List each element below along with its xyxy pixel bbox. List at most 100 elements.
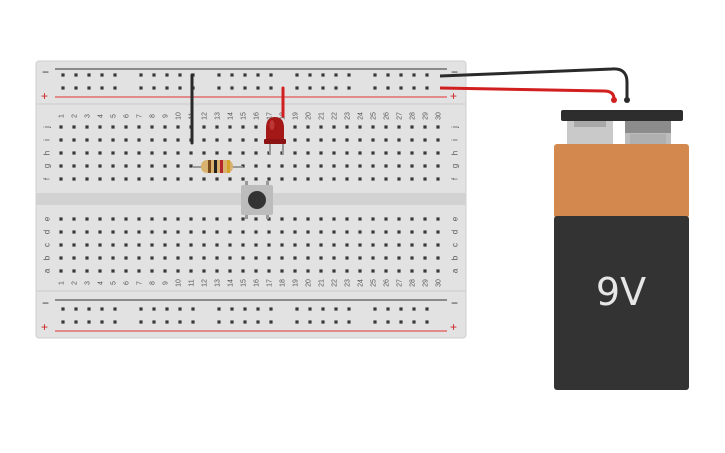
breadboard-hole[interactable] bbox=[111, 151, 115, 155]
breadboard-hole[interactable] bbox=[85, 256, 89, 260]
breadboard-hole[interactable] bbox=[59, 151, 63, 155]
breadboard-hole[interactable] bbox=[85, 125, 89, 129]
breadboard-hole[interactable] bbox=[321, 307, 325, 311]
breadboard-hole[interactable] bbox=[280, 230, 284, 234]
breadboard-hole[interactable] bbox=[98, 164, 102, 168]
breadboard-hole[interactable] bbox=[72, 177, 76, 181]
breadboard-hole[interactable] bbox=[163, 177, 167, 181]
breadboard-hole[interactable] bbox=[397, 125, 401, 129]
breadboard-hole[interactable] bbox=[111, 177, 115, 181]
breadboard-hole[interactable] bbox=[98, 230, 102, 234]
breadboard-hole[interactable] bbox=[215, 230, 219, 234]
breadboard-hole[interactable] bbox=[345, 217, 349, 221]
breadboard-hole[interactable] bbox=[139, 307, 143, 311]
breadboard-hole[interactable] bbox=[412, 86, 416, 90]
breadboard-hole[interactable] bbox=[423, 138, 427, 142]
breadboard-hole[interactable] bbox=[139, 86, 143, 90]
breadboard-hole[interactable] bbox=[280, 177, 284, 181]
breadboard-hole[interactable] bbox=[306, 256, 310, 260]
breadboard-hole[interactable] bbox=[85, 243, 89, 247]
breadboard-hole[interactable] bbox=[436, 164, 440, 168]
breadboard-hole[interactable] bbox=[423, 151, 427, 155]
breadboard-hole[interactable] bbox=[113, 86, 117, 90]
breadboard-hole[interactable] bbox=[191, 307, 195, 311]
breadboard-hole[interactable] bbox=[165, 320, 169, 324]
breadboard-hole[interactable] bbox=[254, 164, 258, 168]
breadboard-hole[interactable] bbox=[176, 125, 180, 129]
breadboard-hole[interactable] bbox=[386, 73, 390, 77]
breadboard-hole[interactable] bbox=[87, 320, 91, 324]
breadboard-hole[interactable] bbox=[410, 138, 414, 142]
breadboard-hole[interactable] bbox=[293, 177, 297, 181]
breadboard-hole[interactable] bbox=[347, 320, 351, 324]
breadboard-hole[interactable] bbox=[176, 256, 180, 260]
breadboard-hole[interactable] bbox=[176, 269, 180, 273]
breadboard-hole[interactable] bbox=[425, 307, 429, 311]
breadboard-hole[interactable] bbox=[347, 86, 351, 90]
breadboard-hole[interactable] bbox=[345, 177, 349, 181]
breadboard-hole[interactable] bbox=[150, 138, 154, 142]
breadboard-hole[interactable] bbox=[254, 256, 258, 260]
breadboard-hole[interactable] bbox=[111, 256, 115, 260]
breadboard-hole[interactable] bbox=[152, 307, 156, 311]
breadboard-hole[interactable] bbox=[280, 243, 284, 247]
breadboard-hole[interactable] bbox=[254, 269, 258, 273]
breadboard-hole[interactable] bbox=[228, 243, 232, 247]
breadboard-hole[interactable] bbox=[150, 151, 154, 155]
breadboard-hole[interactable] bbox=[124, 230, 128, 234]
breadboard-hole[interactable] bbox=[85, 230, 89, 234]
breadboard-hole[interactable] bbox=[332, 256, 336, 260]
breadboard-hole[interactable] bbox=[85, 138, 89, 142]
breadboard-hole[interactable] bbox=[397, 177, 401, 181]
breadboard-hole[interactable] bbox=[98, 151, 102, 155]
breadboard-hole[interactable] bbox=[306, 164, 310, 168]
breadboard-hole[interactable] bbox=[334, 307, 338, 311]
breadboard-hole[interactable] bbox=[241, 243, 245, 247]
breadboard-hole[interactable] bbox=[98, 217, 102, 221]
breadboard-hole[interactable] bbox=[384, 164, 388, 168]
breadboard-hole[interactable] bbox=[319, 138, 323, 142]
breadboard-hole[interactable] bbox=[74, 307, 78, 311]
breadboard-hole[interactable] bbox=[228, 256, 232, 260]
breadboard-hole[interactable] bbox=[321, 320, 325, 324]
breadboard-hole[interactable] bbox=[358, 217, 362, 221]
breadboard-hole[interactable] bbox=[202, 138, 206, 142]
breadboard-hole[interactable] bbox=[202, 256, 206, 260]
breadboard-hole[interactable] bbox=[150, 164, 154, 168]
breadboard-hole[interactable] bbox=[384, 217, 388, 221]
breadboard-hole[interactable] bbox=[202, 177, 206, 181]
breadboard-hole[interactable] bbox=[137, 151, 141, 155]
breadboard-hole[interactable] bbox=[217, 86, 221, 90]
breadboard-hole[interactable] bbox=[371, 256, 375, 260]
breadboard-hole[interactable] bbox=[269, 86, 273, 90]
breadboard-hole[interactable] bbox=[425, 86, 429, 90]
breadboard-hole[interactable] bbox=[386, 86, 390, 90]
breadboard-hole[interactable] bbox=[191, 320, 195, 324]
breadboard-hole[interactable] bbox=[436, 151, 440, 155]
breadboard-hole[interactable] bbox=[384, 256, 388, 260]
breadboard-hole[interactable] bbox=[230, 320, 234, 324]
breadboard-hole[interactable] bbox=[74, 320, 78, 324]
breadboard-hole[interactable] bbox=[217, 320, 221, 324]
breadboard-hole[interactable] bbox=[267, 243, 271, 247]
breadboard-hole[interactable] bbox=[228, 217, 232, 221]
breadboard-hole[interactable] bbox=[332, 151, 336, 155]
breadboard-hole[interactable] bbox=[176, 243, 180, 247]
breadboard-hole[interactable] bbox=[241, 151, 245, 155]
breadboard-hole[interactable] bbox=[410, 230, 414, 234]
breadboard-hole[interactable] bbox=[436, 256, 440, 260]
breadboard-hole[interactable] bbox=[423, 125, 427, 129]
breadboard-hole[interactable] bbox=[345, 243, 349, 247]
breadboard-hole[interactable] bbox=[399, 86, 403, 90]
breadboard-hole[interactable] bbox=[178, 86, 182, 90]
breadboard-hole[interactable] bbox=[347, 73, 351, 77]
breadboard-hole[interactable] bbox=[215, 256, 219, 260]
breadboard-hole[interactable] bbox=[319, 177, 323, 181]
breadboard-hole[interactable] bbox=[306, 177, 310, 181]
breadboard-hole[interactable] bbox=[306, 125, 310, 129]
breadboard-hole[interactable] bbox=[165, 73, 169, 77]
breadboard-hole[interactable] bbox=[397, 243, 401, 247]
breadboard-hole[interactable] bbox=[98, 269, 102, 273]
breadboard-hole[interactable] bbox=[243, 307, 247, 311]
breadboard-hole[interactable] bbox=[412, 73, 416, 77]
